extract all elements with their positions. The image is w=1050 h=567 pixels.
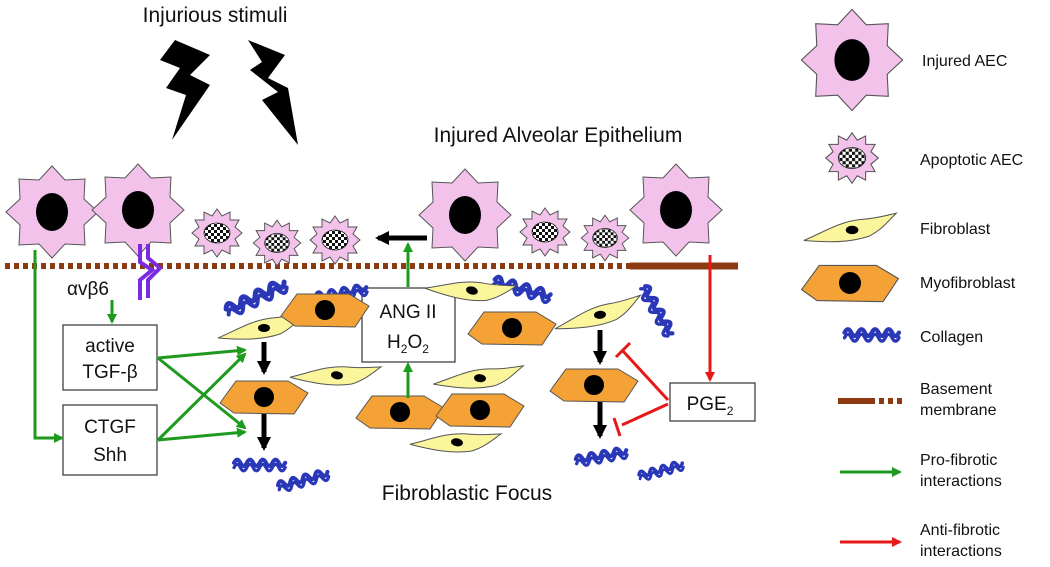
legend-collagen-label: Collagen [920,329,983,346]
h2o2-h: H [387,332,401,353]
tgf-line2: TGF-β [82,362,137,383]
legend-myofibroblast-label: Myofibroblast [920,275,1016,292]
h2o2-sub1: 2 [401,342,408,356]
fibroblast-cell [552,294,644,331]
title-injurious-stimuli: Injurious stimuli [143,4,288,27]
title-fibroblastic-focus: Fibroblastic Focus [382,482,552,505]
tgf-beta-box [62,324,158,391]
collagen-fiber [277,469,329,493]
pge2-sub: 2 [727,404,734,418]
ctgf-shh-box [62,404,158,476]
tgf-line1: active [85,336,135,357]
integrin-label: αvβ6 [67,279,109,300]
legend: Injured AEC Apoptotic AEC Fibroblast Myo… [800,8,1023,560]
legend-anti-fibrotic-line2: interactions [920,543,1002,560]
title-injured-epithelium: Injured Alveolar Epithelium [434,124,683,147]
legend-apoptotic-aec-label: Apoptotic AEC [920,152,1023,169]
legend-fibroblast-label: Fibroblast [920,221,991,238]
injured-aec-cell [629,163,723,257]
legend-apoptotic-aec-icon [825,132,879,184]
pge2-main: PGE [687,394,727,415]
apoptotic-aec-cell [580,214,630,262]
myofibroblast-cell [219,380,309,415]
apoptotic-aec-cell [309,215,361,265]
injured-aec-cell [418,168,512,262]
apoptotic-aec-cell [191,208,243,258]
integrin-symbol [138,244,163,300]
apoptotic-aec-cell [519,207,571,257]
myofibroblast-cell [435,393,525,428]
collagen-fiber [575,447,627,467]
myofibroblast-cell [280,293,370,328]
legend-basement-line1: Basement [920,381,993,398]
legend-myofibroblast-icon [801,264,899,303]
ang-line1: ANG II [379,302,436,323]
apoptotic-aec-cell [252,219,302,267]
injured-aec-cell [91,163,185,257]
h2o2-o: O [407,332,422,353]
pge2-box [669,382,756,422]
pge2-label: PGE2 [687,394,734,418]
ang-line2: H2O2 [387,332,429,356]
collagen-fiber [224,278,288,318]
pro-fibrotic-arrows [33,242,413,443]
anti-fibrotic-arrows [612,255,715,437]
h2o2-sub2: 2 [422,342,429,356]
lightning-bolt-right [248,40,298,145]
myofibroblast-cell [549,368,639,403]
myofibroblast-cell [467,311,557,346]
myofibroblast-cell [355,395,445,430]
injured-aec-cell [5,165,99,259]
legend-injured-aec-icon [800,8,904,112]
legend-collagen-icon [845,329,899,341]
legend-basement-line2: membrane [920,402,997,419]
ctgf-line2: Shh [93,445,127,466]
legend-pro-fibrotic-line2: interactions [920,473,1002,490]
legend-pro-fibrotic-line1: Pro-fibrotic [920,452,997,469]
collagen-fiber [638,285,676,338]
fibroblast-cell [432,357,524,394]
legend-anti-fibrotic-line1: Anti-fibrotic [920,522,1000,539]
ctgf-line1: CTGF [84,417,136,438]
collagen-fiber [234,460,285,471]
legend-fibroblast-icon [803,212,897,243]
lightning-bolt-left [160,40,210,140]
collagen-fiber [636,458,686,484]
legend-injured-aec-label: Injured AEC [922,53,1007,70]
